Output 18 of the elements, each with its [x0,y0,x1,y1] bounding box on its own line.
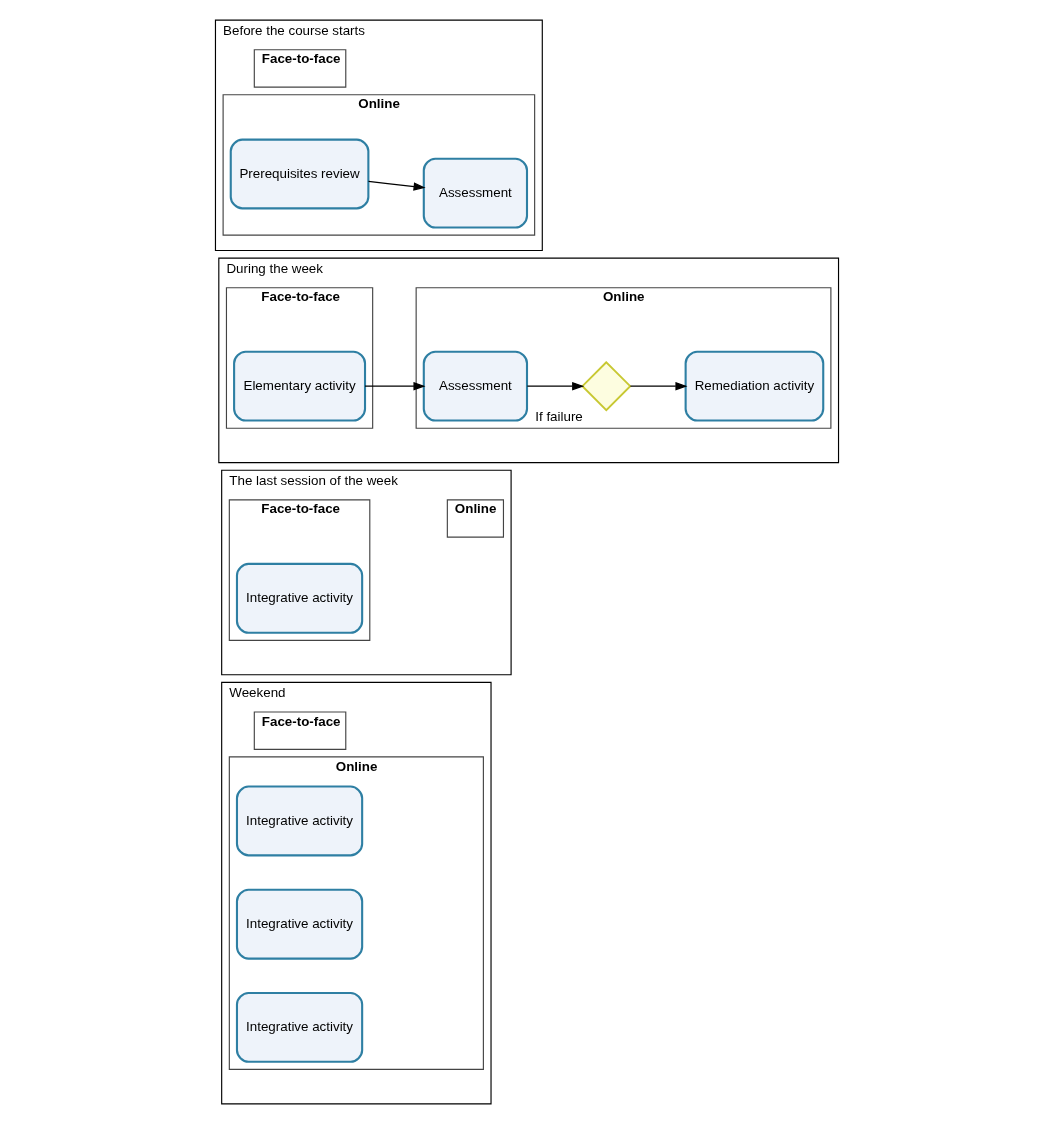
node-label: If failure [534,408,583,424]
node-box: Elementary activity [232,350,366,422]
node-box: Integrative activity [235,888,363,960]
node-box: Online [446,499,504,538]
node-box: Integrative activity [235,562,363,634]
node-box: Face-to-face [253,711,346,750]
node-diamond [580,360,632,412]
node-box: Integrative activity [235,991,363,1063]
node-box: Assessment [422,157,528,229]
node-box: Face-to-face [253,49,346,88]
node-box: Integrative activity [235,785,363,857]
arrow [367,180,426,191]
node-box: Assessment [422,350,528,422]
arrow [363,381,425,391]
node-box: Remediation activity [684,350,824,422]
arrow [526,381,584,391]
arrow [629,381,687,391]
node-box: Prerequisites review [229,138,369,210]
